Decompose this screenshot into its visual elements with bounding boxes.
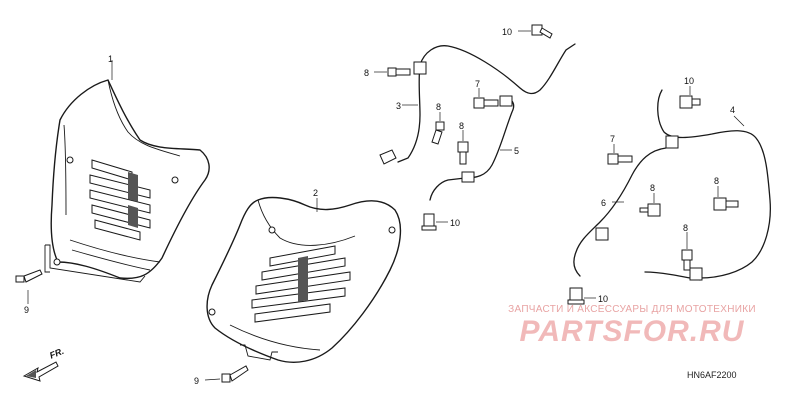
bolt-10-right-upper: 10 bbox=[679, 76, 701, 109]
front-direction-label: FR. bbox=[48, 346, 65, 361]
front-direction-arrow: FR. bbox=[22, 346, 65, 382]
bolt-8-right-center: 8 bbox=[639, 183, 661, 217]
part-5-tube: 5 bbox=[429, 95, 519, 201]
callout-5: 5 bbox=[514, 146, 519, 156]
callout-4: 4 bbox=[730, 105, 735, 115]
diagram-code: HN6AF2200 bbox=[687, 370, 737, 380]
callout-10-right-lower: 10 bbox=[598, 294, 608, 304]
callout-8-mid-left: 8 bbox=[436, 102, 441, 112]
callout-7-right: 7 bbox=[610, 134, 615, 144]
bolt-9-center: 9 bbox=[194, 365, 249, 386]
bolt-8-lower-right: 8 bbox=[681, 223, 693, 271]
watermark: ЗАПЧАСТИ И АКСЕССУАРЫ ДЛЯ МОТОТЕХНИКИ PA… bbox=[482, 304, 782, 349]
callout-8-right-center: 8 bbox=[650, 183, 655, 193]
part-3-tube: 3 bbox=[379, 43, 576, 165]
bolt-8-mid-left: 8 bbox=[431, 102, 445, 145]
callout-10-top: 10 bbox=[502, 27, 512, 37]
callout-2: 2 bbox=[313, 188, 318, 198]
callout-1: 1 bbox=[108, 54, 113, 64]
bolt-8-far-right: 8 bbox=[713, 176, 739, 211]
part-6-tube: 6 bbox=[573, 147, 667, 277]
callout-3: 3 bbox=[396, 101, 401, 111]
bolt-10-center-bottom: 10 bbox=[421, 213, 460, 231]
callout-8-lower-right: 8 bbox=[683, 223, 688, 233]
bolt-10-top: 10 bbox=[502, 24, 553, 39]
bolt-10-right-lower: 10 bbox=[567, 287, 608, 305]
bolt-8-upper-left: 8 bbox=[364, 67, 411, 78]
watermark-tagline: ЗАПЧАСТИ И АКСЕССУАРЫ ДЛЯ МОТОТЕХНИКИ bbox=[508, 304, 756, 315]
callout-9-left: 9 bbox=[24, 305, 29, 315]
callout-8-center: 8 bbox=[459, 121, 464, 131]
bolt-7-center: 7 bbox=[473, 79, 499, 109]
callout-10-center-bottom: 10 bbox=[450, 218, 460, 228]
callout-9-center: 9 bbox=[194, 376, 199, 386]
bolt-8-center: 8 bbox=[457, 121, 469, 165]
part-2-mud-guard: 2 bbox=[206, 188, 402, 363]
bolt-9-left: 9 bbox=[15, 269, 43, 315]
callout-8-far-right: 8 bbox=[714, 176, 719, 186]
watermark-logo: PARTSFOR.RU bbox=[519, 315, 745, 348]
part-1-mud-guard: 1 bbox=[44, 54, 210, 283]
callout-10-right-upper: 10 bbox=[684, 76, 694, 86]
callout-6: 6 bbox=[601, 198, 606, 208]
part-4-tube: 4 bbox=[644, 89, 771, 281]
bolt-7-right: 7 bbox=[607, 134, 633, 165]
callout-8-upper-left: 8 bbox=[364, 68, 369, 78]
callout-7-center: 7 bbox=[475, 79, 480, 89]
